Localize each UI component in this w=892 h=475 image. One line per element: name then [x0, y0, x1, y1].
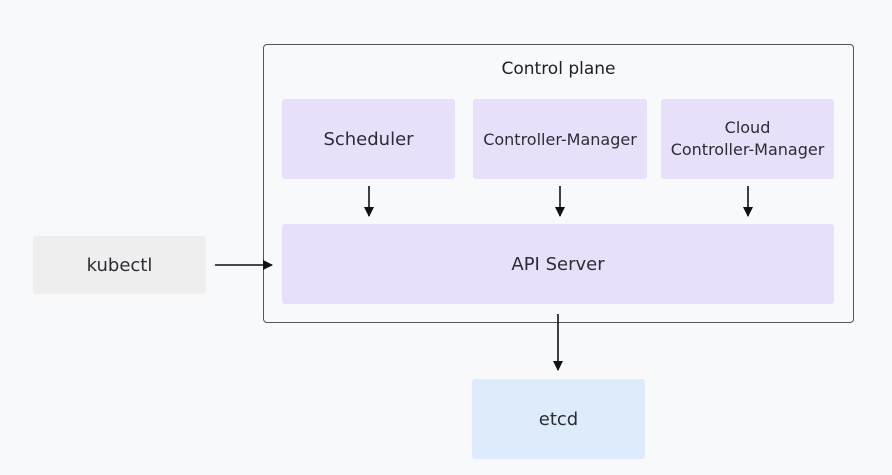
api-server-label: API Server — [511, 253, 605, 275]
cloud-controller-manager-label-line1: Cloud — [724, 118, 771, 137]
api-server-node: API Server — [282, 224, 834, 304]
cloud-controller-manager-node: Cloud Controller-Manager — [661, 99, 834, 179]
controller-manager-label: Controller-Manager — [483, 129, 637, 149]
cloud-controller-manager-label-line2: Controller-Manager — [670, 140, 825, 159]
scheduler-node: Scheduler — [282, 99, 455, 179]
kubectl-node: kubectl — [33, 236, 206, 294]
control-plane-title: Control plane — [501, 59, 616, 79]
etcd-node: etcd — [472, 379, 645, 459]
kubectl-label: kubectl — [86, 254, 153, 276]
scheduler-label: Scheduler — [323, 128, 414, 150]
etcd-label: etcd — [538, 408, 579, 430]
controller-manager-node: Controller-Manager — [473, 99, 647, 179]
